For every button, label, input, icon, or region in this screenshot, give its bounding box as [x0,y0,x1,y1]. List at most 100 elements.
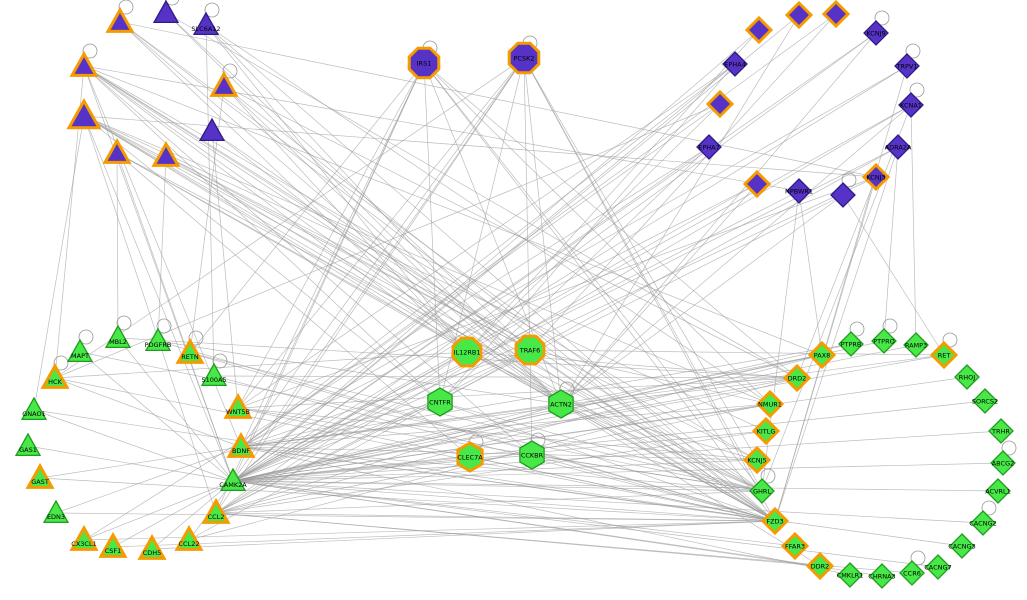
node-IRS1[interactable]: IRS1 [407,46,441,80]
triangle-shape [25,462,55,489]
node-CCL22[interactable]: CCL22 [174,524,204,551]
node-PCSK2[interactable]: PCSK2 [507,41,541,75]
node-CLEC7A[interactable]: CLEC7A [456,441,484,473]
node-CX3CL1[interactable]: CX3CL1 [69,524,99,551]
node-TRHR[interactable]: TRHR [988,418,1014,444]
edge-GAS1-CAMK2A [27,445,234,482]
node-d11[interactable] [742,169,772,199]
edge-ABCG2-CAMK2A [232,462,1004,482]
edge-KCNJ9-CAMK2A [232,32,877,482]
node-DRD2[interactable]: DRD2 [782,363,812,393]
diamond-shape [821,0,851,29]
edge-ADRA2A-FZD3 [774,146,899,522]
node-CACNG2[interactable]: CACNG2 [969,510,997,536]
node-KITLG[interactable]: KITLG [751,416,781,446]
node-t7[interactable] [198,117,226,142]
edge-S100A5-DRD2 [213,375,798,379]
edge-PCSK2-WNT5B [237,57,525,409]
node-t9[interactable] [151,140,181,167]
node-CSF1[interactable]: CSF1 [98,531,128,558]
node-t8[interactable] [102,137,132,164]
diamond-shape [988,418,1014,444]
node-CACNG7[interactable]: CACNG7 [924,554,952,580]
node-t6[interactable] [66,97,102,130]
diamond-shape [949,533,975,559]
diamond-shape [780,531,810,561]
node-FFAR3[interactable]: FFAR3 [780,531,810,561]
node-IL12RB1[interactable]: IL12RB1 [451,336,483,368]
node-FZD3[interactable]: FZD3 [760,506,790,536]
edge-t9-TRAF6 [165,155,531,351]
edge-t5-FZD3 [223,85,776,522]
node-DDR2[interactable]: DDR2 [805,551,835,581]
edge-IL12RB1-HCK [54,351,468,379]
edge-GAST-FZD3 [39,477,776,522]
edge-MAPT-GHRL [79,351,763,492]
triangle-shape [192,11,220,36]
edge-d5-CAMK2A [232,29,760,482]
edge-GNAO1-FZD3 [33,409,776,522]
diamond-shape [786,178,812,204]
node-d8[interactable] [705,89,735,119]
hexagon-shape [456,441,484,473]
edge-t4-GHRL [83,65,763,492]
node-d5[interactable] [744,15,774,45]
self-loop-t2 [164,0,180,6]
node-t5[interactable] [209,70,239,97]
node-t4[interactable] [69,50,99,77]
edge-DDR2-CAMK2A [232,480,821,567]
self-loop-GHRL [760,468,776,484]
edge-KCNJ9-ACTN2 [560,32,877,405]
edge-PCSK2-HCK [54,57,525,379]
node-d2[interactable] [821,0,851,29]
node-EPHA4[interactable]: EPHA4 [722,51,748,77]
edge-t6-KCNJ3 [83,115,877,178]
edge-t4-IL12RB1 [83,65,468,353]
diamond-shape [863,20,889,46]
node-SLC6A12[interactable]: SLC6A12 [191,11,221,36]
node-RHOJ[interactable]: RHOJ [954,364,980,390]
node-CCKBR[interactable]: CCKBR [519,440,545,470]
node-GNAO1[interactable]: GNAO1 [20,396,48,421]
node-CNTFR[interactable]: CNTFR [427,387,453,417]
diamond-shape [722,51,748,77]
self-loop-S100A5 [212,353,228,369]
node-GAS1[interactable]: GAS1 [14,432,42,457]
self-loop-d13 [841,172,857,188]
diamond-shape [990,450,1016,476]
node-NPBWR1[interactable]: NPBWR1 [785,178,813,204]
octagon-shape [451,336,483,368]
node-ACVRL1[interactable]: ACVRL1 [985,478,1011,504]
edge-GAST-BDNF [39,446,242,479]
edge-KCNA1-RAMP3 [910,104,917,346]
node-KCNJ3[interactable]: KCNJ3 [861,162,891,192]
node-ADRA2A[interactable]: ADRA2A [885,134,912,160]
node-t1[interactable] [105,6,135,33]
edge-ACTN2-FZD3 [560,403,776,522]
node-TRAF6[interactable]: TRAF6 [514,334,546,366]
edge-d1-ACTN2 [560,14,800,405]
node-PAX8[interactable]: PAX8 [807,340,837,370]
node-d13[interactable] [830,182,856,208]
edge-EPHA7-CX3CL1 [83,146,710,541]
edge-PCSK2-KCNJ5 [523,57,758,461]
node-EDN3[interactable]: EDN3 [42,499,70,524]
edge-PCSK2-CCKBR [523,57,533,456]
node-d1[interactable] [784,0,814,30]
edge-CACNG3-BDNF [240,446,963,547]
node-ACTN2[interactable]: ACTN2 [548,389,574,419]
self-loop-ABCG2 [1001,440,1017,456]
edge-RHOJ-CAMK2A [232,376,968,482]
node-t2[interactable] [152,0,180,24]
node-CACNG3[interactable]: CACNG3 [948,533,976,559]
node-WNT5B[interactable]: WNT5B [223,392,253,419]
self-loop-HCK [53,355,69,371]
node-CDH5[interactable]: CDH5 [137,533,167,560]
node-RAMP3[interactable]: RAMP3 [903,332,929,358]
edge-NMUR1-CCL2 [215,403,771,514]
edge-DRD2-CCL22 [188,377,798,541]
edge-MBL2-CAMK2A [117,337,234,482]
node-SORCS2[interactable]: SORCS2 [972,388,998,414]
node-CHRNA3[interactable]: CHRNA3 [868,563,896,589]
